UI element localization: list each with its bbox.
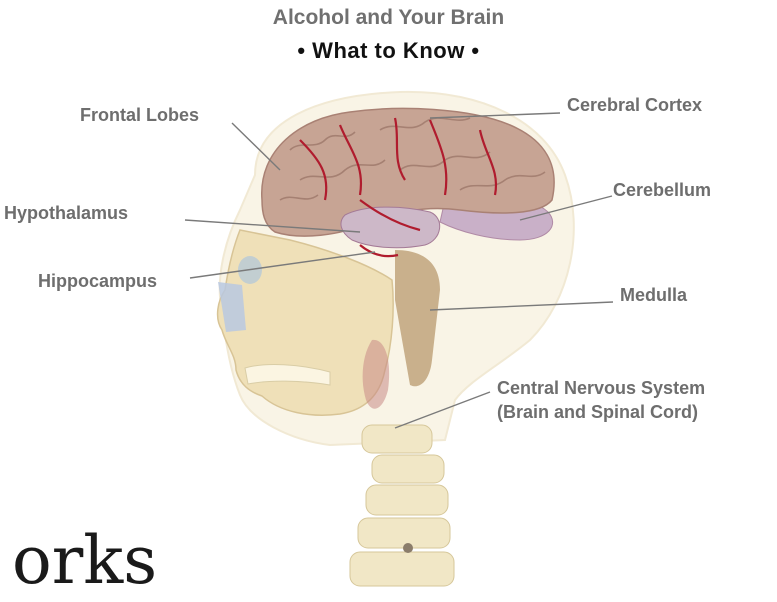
- page-title: Alcohol and Your Brain: [0, 6, 777, 30]
- inner-brain: [341, 207, 440, 248]
- label-medulla: Medulla: [620, 285, 687, 306]
- label-cerebellum: Cerebellum: [613, 180, 711, 201]
- partial-heading-text: orks: [12, 528, 157, 594]
- label-hippocampus: Hippocampus: [38, 271, 157, 292]
- label-cns-line1: Central Nervous System: [497, 378, 705, 399]
- label-hypothalamus: Hypothalamus: [4, 203, 128, 224]
- spinal-column: [350, 425, 454, 586]
- label-frontal-lobes: Frontal Lobes: [80, 105, 199, 126]
- page-subtitle: • What to Know •: [0, 38, 777, 64]
- label-cns-line2: (Brain and Spinal Cord): [497, 402, 698, 423]
- label-cerebral-cortex: Cerebral Cortex: [567, 95, 702, 116]
